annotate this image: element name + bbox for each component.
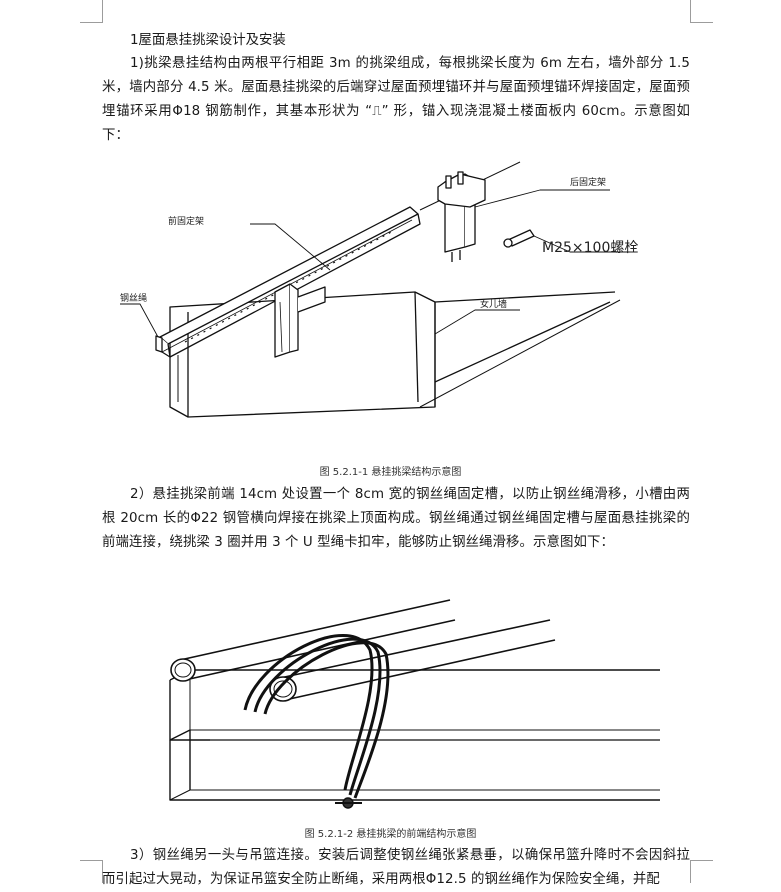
label-front-frame: 前固定架	[168, 215, 204, 227]
crop-mark-top-left	[80, 0, 103, 23]
figure-1-caption: 图 5.2.1-1 悬挂挑梁结构示意图	[319, 467, 462, 478]
paragraph-2: 2）悬挂挑梁前端 14cm 处设置一个 8cm 宽的钢丝绳固定槽，以防止钢丝绳滑…	[102, 487, 690, 550]
figure-2-diagram	[169, 599, 660, 809]
crop-mark-top-right	[690, 0, 713, 23]
crop-mark-bottom-right	[690, 860, 713, 883]
crop-mark-bottom-left	[80, 860, 103, 883]
paragraph-1: 1)挑梁悬挂结构由两根平行相距 3m 的挑梁组成，每根挑梁长度为 6m 左右，墙…	[102, 56, 690, 143]
figure-2-caption: 图 5.2.1-2 悬挂挑梁的前端结构示意图	[304, 829, 477, 840]
label-wire-rope: 钢丝绳	[120, 292, 147, 304]
section-heading: 1屋面悬挂挑梁设计及安装	[130, 33, 286, 48]
label-rear-frame: 后固定架	[570, 176, 606, 188]
label-bolt: M25×100螺栓	[542, 240, 638, 256]
paragraph-3: 3）钢丝绳另一头与吊篮连接。安装后调整使钢丝绳张紧悬垂，以确保吊篮升降时不会因斜…	[102, 848, 690, 887]
figure-1-diagram: 后固定架 M25×100螺栓 前固定架 钢丝绳 女儿墙	[120, 161, 638, 418]
label-parapet: 女儿墙	[480, 298, 507, 310]
